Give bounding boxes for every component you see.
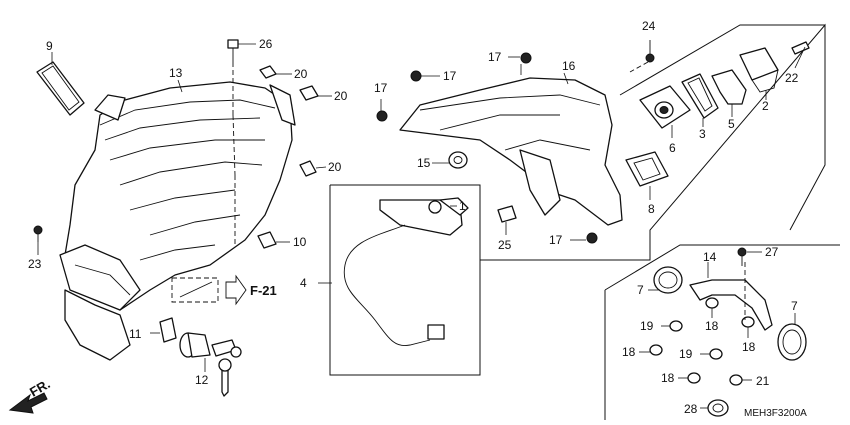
callout-label: 4 [300,276,307,290]
part-15-grommet [432,151,468,169]
f21-reference-label: F-21 [250,283,277,298]
part-28-grommet [700,399,729,417]
part-8-lens [625,151,669,200]
callout-label: 20 [334,89,348,103]
callout-label: 7 [791,299,798,313]
callout-label: 2 [762,99,769,113]
callout-label: 19 [640,319,654,333]
callout-label: 8 [648,202,655,216]
callout-label: 6 [669,141,676,155]
part-6-socket [639,85,691,138]
callout-label: 18 [661,371,675,385]
callout-label: 19 [679,347,693,361]
part-20-clip-b [299,85,332,101]
part-17-bolt-c [508,52,532,75]
f21-reference [171,274,247,306]
part-19-washer-a [661,320,683,332]
part-5-bracket [711,69,747,117]
callout-label: 22 [785,71,799,85]
callout-label: 7 [637,283,644,297]
taillight-group-frame [330,23,826,261]
part-13-inner-fender [59,79,296,361]
callout-label: 10 [293,235,307,249]
part-2-cover [739,47,779,100]
license-light-frame [329,185,481,376]
callout-label: 1 [459,199,466,213]
part-18-collar-a [705,297,719,318]
part-3-gasket [681,73,719,127]
part-4-license-light [318,197,469,347]
callout-label: 14 [703,250,717,264]
callout-label: 9 [46,39,53,53]
callout-label: 15 [417,156,431,170]
callout-label: 20 [294,67,308,81]
part-26-bolt [227,39,256,245]
part-16-tail-housing [399,72,623,226]
part-23-screw [33,225,43,255]
drawing-code: MEH3F3200A [744,408,807,419]
part-20-clip-c [299,160,327,177]
callout-label: 24 [642,19,656,33]
callout-label: 17 [488,50,502,64]
callout-label: 17 [443,69,457,83]
part-17-bolt-b [376,99,388,122]
part-20-clip-a [259,65,292,79]
part-11-clip [150,317,177,343]
part-18-collar-d [678,372,701,384]
part-10-nut [257,231,290,249]
part-7-reflector-left [648,266,683,294]
part-22-screw [791,41,810,69]
part-12-lock-and-keys [179,332,242,397]
part-21-nut [729,374,752,386]
part-19-washer-b [700,348,723,360]
callout-label: 21 [756,374,770,388]
part-17-bolt-a [410,70,440,82]
callout-label: 13 [169,66,183,80]
callout-label: 18 [622,345,636,359]
part-24-bolt [629,40,655,73]
callout-label: 23 [28,257,42,271]
callout-label: 18 [742,340,756,354]
part-17-bolt-d [570,232,598,244]
callout-label: 25 [498,238,512,252]
callout-label: 18 [705,319,719,333]
part-25-nut [497,205,517,235]
reflector-frame [604,244,840,291]
callout-label: 26 [259,37,273,51]
part-27-bolt [737,247,762,266]
callout-label: 20 [328,160,342,174]
front-direction-arrow [8,392,48,414]
upper-right-frame [619,24,825,96]
part-7-reflector-right [777,313,807,361]
callout-label: 28 [684,402,698,416]
callout-label: 12 [195,373,209,387]
callout-label: 17 [549,233,563,247]
callout-label: 27 [765,245,779,259]
callout-label: 16 [562,59,576,73]
callout-label: 3 [699,127,706,141]
part-18-collar-c [639,344,663,356]
callout-label: 17 [374,81,388,95]
part-18-collar-b [741,316,755,338]
callout-label: 11 [129,327,142,341]
part-9-seal [36,52,85,116]
callout-label: 5 [728,117,735,131]
part-14-bracket [689,262,773,331]
front-direction-label: FR. [27,376,53,399]
